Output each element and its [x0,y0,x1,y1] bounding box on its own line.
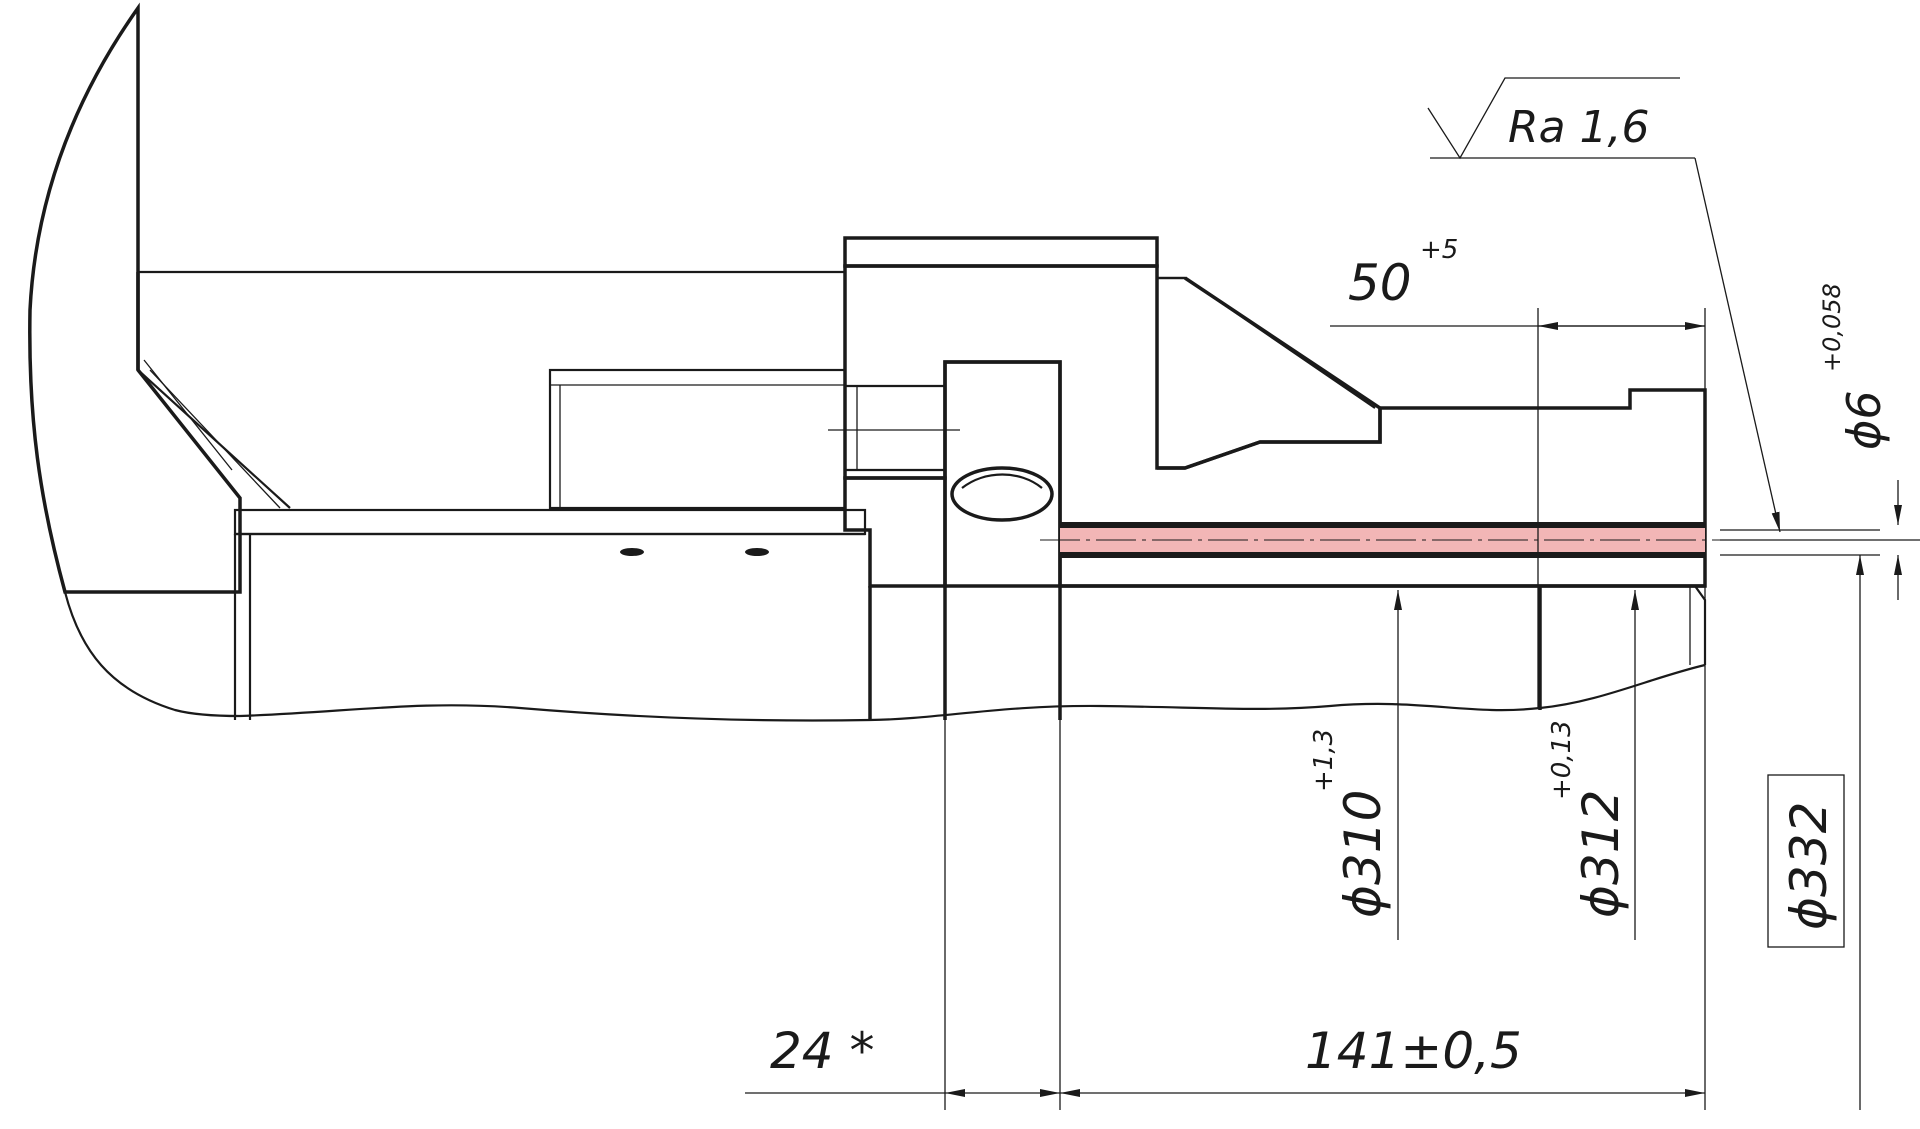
dim-phi332-value: ϕ332 [1780,802,1838,930]
dim-phi332-box [1767,774,1845,948]
dim-phi6-tol: +0,058 [1818,283,1846,372]
roughness-label: Ra 1,6 [1508,102,1650,153]
roughness-symbol [1427,77,1781,533]
shaft [828,429,1062,1110]
diameter-dims [1394,529,1920,1110]
dimension-50 [1330,308,1706,708]
lower-body [239,584,1707,722]
dimension-lines-bottom [745,586,1706,1110]
dim-phi312-tol: +0,13 [1547,720,1577,800]
dim-phi312-value: ϕ312 [1572,790,1630,918]
plate-strip [233,508,867,720]
dim-phi6-value: ϕ6 [1837,390,1891,450]
dim-phi310-tol: +1,3 [1309,729,1339,792]
left-housing [28,2,242,718]
dimension-texts: Ra 1,6 50 +5 ϕ6 +0,058 ϕ310 +1,3 ϕ312 +0… [770,102,1891,1080]
dim-50-tol: +5 [1420,235,1458,265]
dim-141-label: 141±0,5 [1305,1022,1522,1080]
dim-50-value: 50 [1348,254,1412,312]
upper-frame [136,270,845,509]
dim-phi310-value: ϕ310 [1334,790,1392,918]
dim-24-label: 24 * [770,1022,875,1080]
bore-channel [1040,522,1720,558]
inner-block [548,368,847,510]
